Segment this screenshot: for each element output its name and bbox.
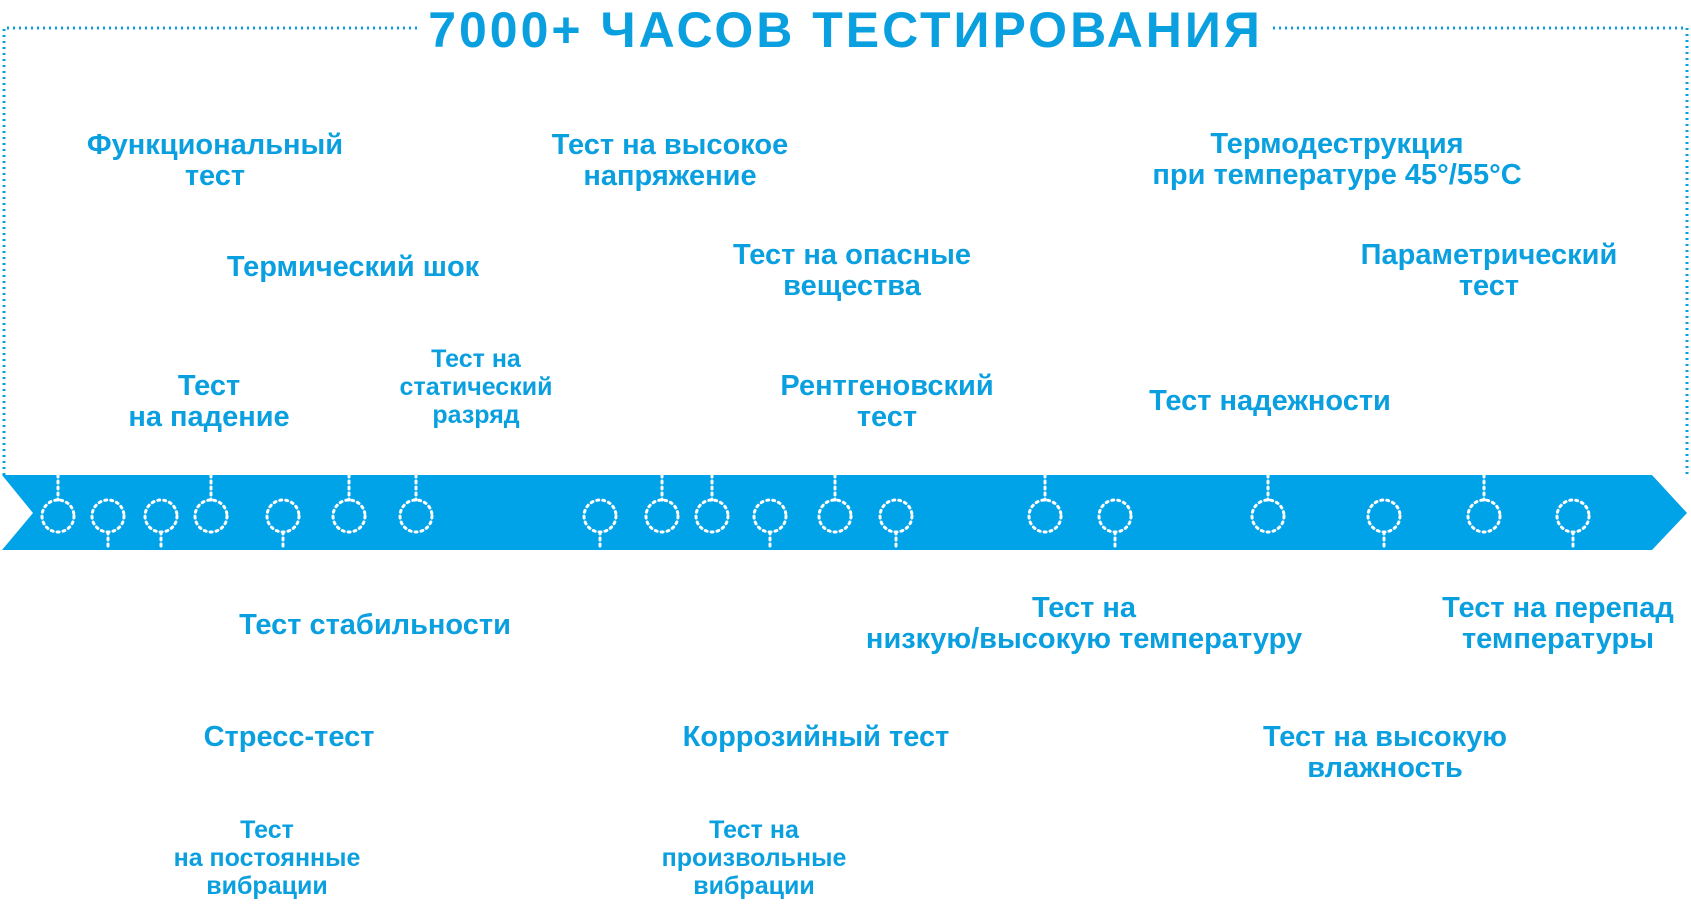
test-label-temperature-change: Тест на перепад температуры <box>1442 592 1674 655</box>
timeline-marker <box>1366 498 1402 552</box>
marker-circle <box>265 498 301 534</box>
timeline-marker <box>40 473 76 534</box>
marker-circle <box>878 498 914 534</box>
test-label-high-humidity: Тест на высокую влажность <box>1263 721 1507 784</box>
timeline-marker <box>143 498 179 552</box>
marker-circle <box>817 498 853 534</box>
marker-circle <box>1555 498 1591 534</box>
timeline-marker <box>878 498 914 552</box>
marker-circle <box>398 498 434 534</box>
timeline-marker <box>1097 498 1133 552</box>
page-title: 7000+ ЧАСОВ ТЕСТИРОВАНИЯ <box>0 2 1691 58</box>
test-label-corrosion: Коррозийный тест <box>682 721 950 753</box>
timeline-marker <box>1250 473 1286 534</box>
timeline-marker <box>331 473 367 534</box>
timeline-marker <box>193 473 229 534</box>
test-label-thermal-shock: Термический шок <box>226 251 480 283</box>
test-label-random-vibration: Тест на произвольные вибрации <box>661 816 847 900</box>
marker-circle <box>582 498 618 534</box>
test-label-stress: Стресс-тест <box>203 721 375 753</box>
test-label-static-discharge: Тест на статический разряд <box>399 345 553 429</box>
marker-circle <box>1366 498 1402 534</box>
timeline-marker <box>752 498 788 552</box>
marker-circle <box>193 498 229 534</box>
marker-circle <box>90 498 126 534</box>
test-label-drop: Тест на падение <box>128 370 290 433</box>
timeline-markers <box>40 473 1591 552</box>
timeline-marker <box>694 473 730 534</box>
timeline-marker <box>1466 473 1502 534</box>
test-label-constant-vibration: Тест на постоянные вибрации <box>173 816 361 900</box>
test-label-thermal-destruction: Термодеструкция при температуре 45°/55°C <box>1152 128 1522 191</box>
marker-circle <box>143 498 179 534</box>
test-label-x-ray: Рентгеновский тест <box>780 370 994 433</box>
marker-circle <box>694 498 730 534</box>
marker-circle <box>331 498 367 534</box>
marker-circle <box>644 498 680 534</box>
timeline-arrow <box>2 475 1687 550</box>
timeline-marker <box>644 473 680 534</box>
timeline-marker <box>398 473 434 534</box>
test-label-parametric: Параметрический тест <box>1360 239 1618 302</box>
test-label-high-voltage: Тест на высокое напряжение <box>551 129 789 192</box>
test-label-low-high-temperature: Тест на низкую/высокую температуру <box>865 592 1303 655</box>
test-label-stability: Тест стабильности <box>239 609 511 641</box>
test-label-reliability: Тест надежности <box>1149 385 1391 417</box>
timeline-marker <box>90 498 126 552</box>
timeline-marker <box>817 473 853 534</box>
marker-circle <box>752 498 788 534</box>
timeline-marker <box>582 498 618 552</box>
marker-circle <box>1097 498 1133 534</box>
dotted-frame <box>2 26 1689 475</box>
timeline-marker <box>1027 473 1063 534</box>
marker-circle <box>1466 498 1502 534</box>
test-label-functional: Функциональный тест <box>86 129 344 192</box>
page-title-text: 7000+ ЧАСОВ ТЕСТИРОВАНИЯ <box>418 2 1273 58</box>
timeline-marker <box>1555 498 1591 552</box>
timeline-marker <box>265 498 301 552</box>
test-label-hazardous-substances: Тест на опасные вещества <box>732 239 972 302</box>
marker-circle <box>40 498 76 534</box>
marker-circle <box>1027 498 1063 534</box>
marker-circle <box>1250 498 1286 534</box>
